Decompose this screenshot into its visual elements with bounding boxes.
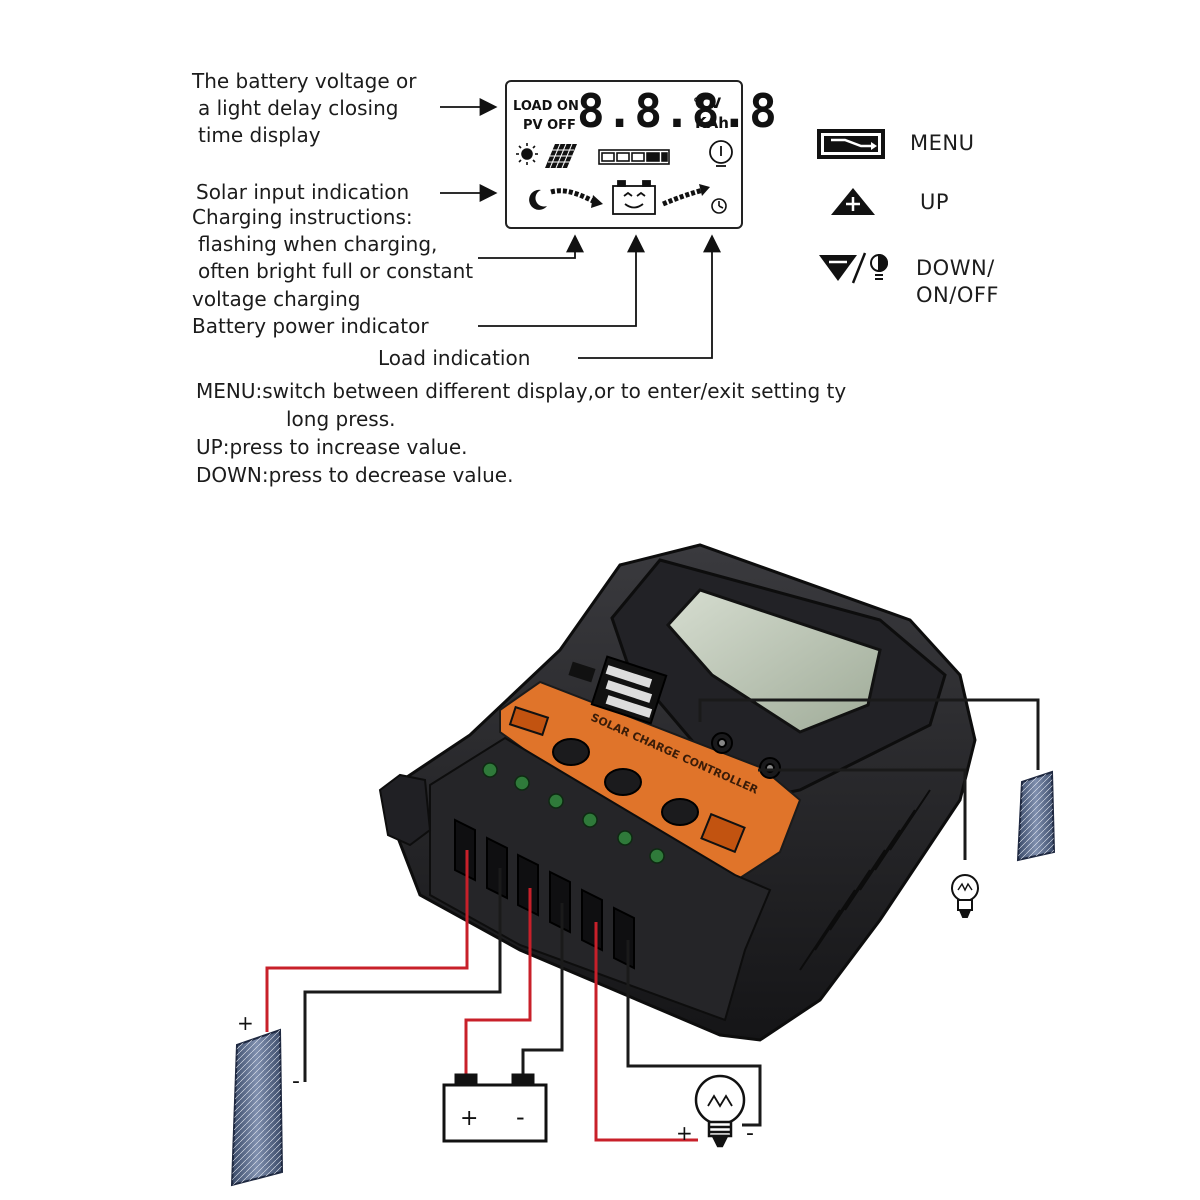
button-legend-icons xyxy=(817,129,888,284)
annotation-display-line2: a light delay closing xyxy=(198,96,399,120)
terminal-screws xyxy=(711,732,781,779)
help-menu-line2: long press. xyxy=(286,407,396,431)
lcd-icons xyxy=(516,140,733,215)
battery-positive-sign: + xyxy=(460,1106,478,1131)
moon-icon xyxy=(529,189,547,210)
solar-negative-sign: - xyxy=(292,1069,300,1094)
wiring-diagram: SOLAR CHARGE CONTROLLER xyxy=(230,543,1056,1187)
battery-level-icon xyxy=(598,149,670,165)
load-bulb-icon xyxy=(694,1074,746,1148)
menu-legend-label: MENU xyxy=(910,131,975,155)
wire-solar-positive xyxy=(265,850,469,1032)
lcd-digits: 8.8.8.8 xyxy=(577,84,778,138)
annotation-display-line3: time display xyxy=(198,123,321,147)
charge-arrow-icon xyxy=(550,188,603,208)
battery-negative-sign: - xyxy=(516,1103,525,1131)
annotation-charging-line4: voltage charging xyxy=(192,287,361,311)
wire-battery-positive xyxy=(464,888,532,1075)
down-button-icon xyxy=(819,252,867,284)
load-positive-sign: + xyxy=(676,1121,693,1145)
battery-face-icon xyxy=(612,180,656,215)
lcd-load-on-label: LOAD ON xyxy=(513,99,579,114)
solar-positive-sign: + xyxy=(237,1011,254,1035)
annotation-charging-line2: flashing when charging, xyxy=(198,232,438,256)
wire-solar-negative xyxy=(303,868,502,1082)
wire-aux-bulb xyxy=(758,768,967,860)
help-menu-line1: MENU:switch between different display,or… xyxy=(196,379,847,403)
solar-panel-right xyxy=(1016,770,1056,862)
load-negative-sign: - xyxy=(746,1121,754,1146)
annotation-leader-lines xyxy=(440,98,721,359)
lcd-unit-top: °CV xyxy=(693,96,722,112)
down-legend-label-line1: DOWN/ xyxy=(916,256,995,280)
wire-battery-negative xyxy=(521,903,564,1075)
help-down: DOWN:press to decrease value. xyxy=(196,463,514,487)
load-arrow-icon xyxy=(662,184,710,207)
sun-icon xyxy=(516,143,538,165)
aux-bulb-icon xyxy=(951,874,979,918)
battery-icon xyxy=(442,1073,548,1143)
device-buttons xyxy=(552,738,699,826)
annotation-battery: Battery power indicator xyxy=(192,314,429,338)
solar-panel-icon xyxy=(545,143,577,169)
bulb-icon xyxy=(709,140,733,167)
down-legend-label-line2: ON/OFF xyxy=(916,283,1000,307)
annotation-display-line1: The battery voltage or xyxy=(192,69,417,93)
annotation-charging-line1: Charging instructions: xyxy=(192,205,413,229)
annotation-solar: Solar input indication xyxy=(196,180,410,204)
wire-load-negative xyxy=(626,940,762,1127)
up-legend-label: UP xyxy=(920,190,950,214)
wire-aux-panel xyxy=(698,698,1040,770)
up-button-icon xyxy=(831,188,875,215)
usb-ports xyxy=(590,655,668,725)
wire-load-positive xyxy=(594,922,698,1142)
device-leds xyxy=(482,762,665,864)
clock-icon xyxy=(711,198,727,214)
menu-button-icon xyxy=(817,129,885,159)
annotation-load: Load indication xyxy=(378,346,531,370)
charge-controller-device: SOLAR CHARGE CONTROLLER xyxy=(378,543,977,1042)
lcd-pv-off-label: PV OFF xyxy=(523,118,576,133)
annotation-charging-line3: often bright full or constant xyxy=(198,259,474,283)
lcd-unit-bottom: KAh xyxy=(695,114,729,132)
help-up: UP:press to increase value. xyxy=(196,435,468,459)
lcd-display-diagram: LOAD ON PV OFF 8.8.8.8 °CV KAh xyxy=(505,80,777,229)
solar-panel-left xyxy=(230,1028,284,1187)
power-bulb-icon xyxy=(870,253,888,280)
